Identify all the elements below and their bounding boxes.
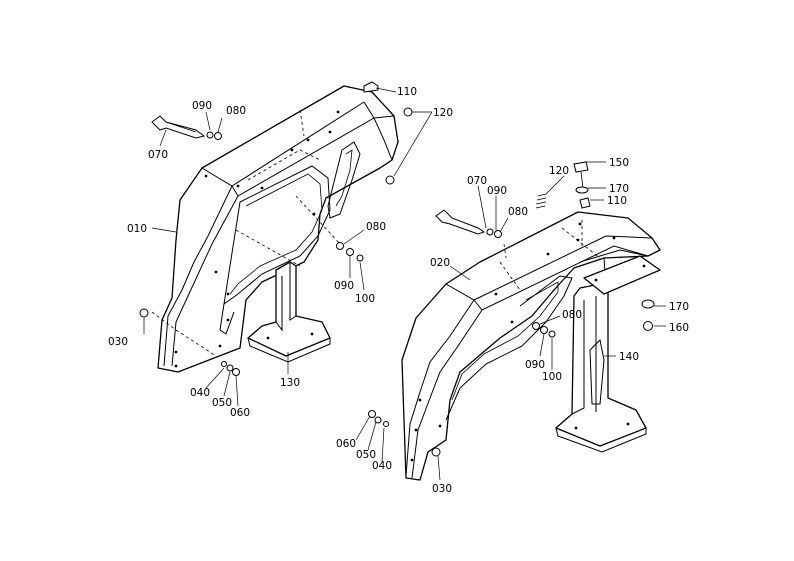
label-050: 050 [212,397,232,409]
label-140: 140 [619,351,639,363]
left-hardware [139,81,413,376]
label-110: 110 [607,195,627,207]
label-050: 050 [356,449,376,461]
label-030: 030 [432,483,452,495]
label-120: 120 [433,107,453,119]
left-fender-010 [151,85,399,373]
label-090: 090 [334,280,354,292]
label-120: 120 [549,165,569,177]
label-170: 170 [669,301,689,313]
label-080: 080 [562,309,582,321]
right-hardware [368,161,655,457]
label-150: 150 [609,157,629,169]
right-fender-020 [401,211,661,481]
label-060: 060 [336,438,356,450]
label-030: 030 [108,336,128,348]
label-040: 040 [190,387,210,399]
label-090: 090 [525,359,545,371]
label-080: 080 [508,206,528,218]
left-link-rod-070 [151,115,222,140]
label-080: 080 [366,221,386,233]
label-060: 060 [230,407,250,419]
label-090: 090 [192,100,212,112]
right-bracket-140 [555,255,661,453]
right-link-rod-070 [435,209,502,238]
label-100: 100 [355,293,375,305]
label-020: 020 [430,257,450,269]
label-040: 040 [372,460,392,472]
label-080: 080 [226,105,246,117]
label-010: 010 [127,223,147,235]
label-090: 090 [487,185,507,197]
label-070: 070 [148,149,168,161]
label-130: 130 [280,377,300,389]
label-100: 100 [542,371,562,383]
leader-lines [143,87,666,481]
label-110: 110 [397,86,417,98]
label-160: 160 [669,322,689,334]
part-labels: 110 120 090 080 070 010 080 090 100 030 … [108,86,689,495]
label-170: 170 [609,183,629,195]
label-070: 070 [467,175,487,187]
